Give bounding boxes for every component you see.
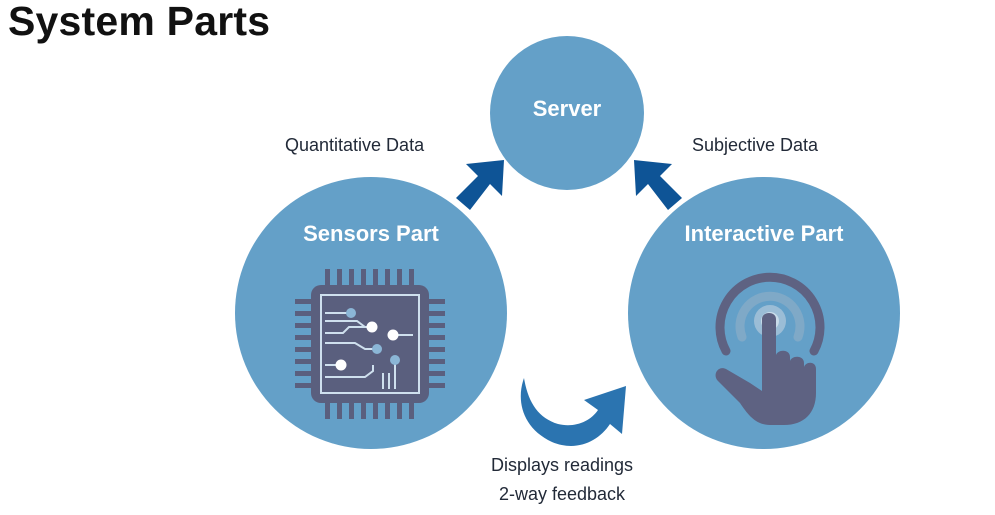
server-label: Server xyxy=(532,96,602,121)
feedback-line-1: Displays readings xyxy=(490,455,634,475)
interactive-node: Interactive Part xyxy=(628,177,900,449)
page-title: System Parts xyxy=(8,0,271,44)
touch-hand-icon xyxy=(715,272,825,425)
sensors-node: Sensors Part xyxy=(235,177,507,449)
interactive-label: Interactive Part xyxy=(684,221,844,246)
feedback-arrow xyxy=(520,378,626,446)
feedback-line-2: 2-way feedback xyxy=(498,484,626,504)
sensors-label: Sensors Part xyxy=(303,221,439,246)
microchip-icon xyxy=(295,269,445,419)
subjective-data-label: Subjective Data xyxy=(692,135,819,155)
server-node: Server xyxy=(490,36,644,190)
arrow-sensors-to-server xyxy=(456,160,504,210)
arrow-interactive-to-server xyxy=(634,160,682,210)
quantitative-data-label: Quantitative Data xyxy=(285,135,425,155)
